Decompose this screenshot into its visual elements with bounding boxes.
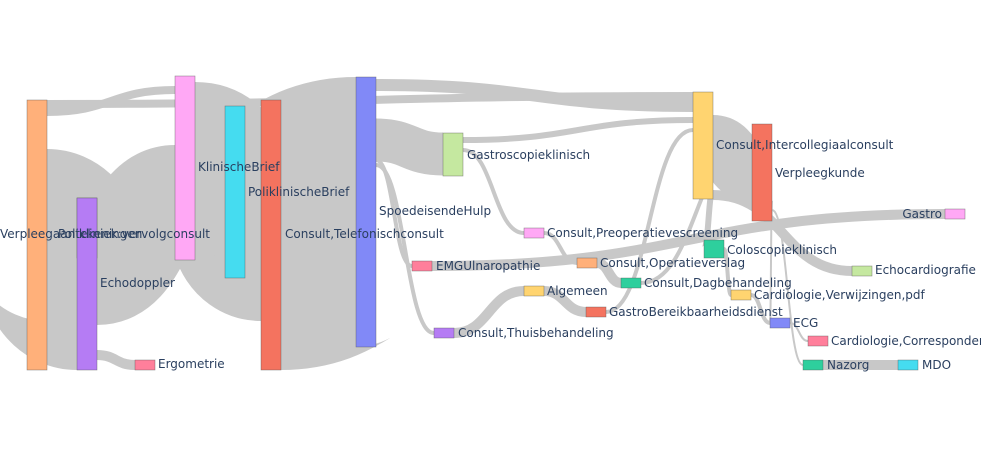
link-n7-n16[interactable]	[375, 79, 694, 112]
node-n5[interactable]	[224, 105, 246, 279]
node-label-n6: Consult,Telefonischconsult	[285, 227, 444, 241]
link-n2-n4[interactable]	[77, 145, 195, 325]
link-n8-n24[interactable]	[431, 209, 946, 271]
node-n18[interactable]	[703, 239, 725, 259]
node-label-n24: Gastro	[902, 207, 942, 221]
node-label-n14: GastroBereikbaarheidsdienst	[609, 305, 783, 319]
node-n14[interactable]	[585, 306, 607, 318]
nodes-layer	[26, 75, 966, 371]
link-n0-n2[interactable]	[0, 149, 148, 370]
node-label-n17: Verpleegkunde	[775, 166, 865, 180]
node-label-n1: Polikliniek:vervolgconsult	[58, 227, 210, 241]
node-n24[interactable]	[944, 208, 966, 220]
node-n20[interactable]	[769, 317, 791, 329]
link-n7-n9[interactable]	[375, 163, 435, 335]
node-label-n18: Coloscopieklinisch	[727, 243, 837, 257]
node-label-n4: KlinischeBrief	[198, 160, 280, 174]
node-label-n20: ECG	[793, 316, 818, 330]
link-n16-n17[interactable]	[703, 115, 762, 202]
link-n12-n15[interactable]	[595, 258, 623, 288]
node-n10[interactable]	[442, 132, 464, 177]
node-label-n21: Cardiologie,Correspondentie	[831, 334, 981, 348]
link-n2-n3[interactable]	[96, 350, 136, 370]
node-n17[interactable]	[751, 123, 773, 222]
node-label-n5: PoliklinischeBrief	[248, 185, 350, 199]
link-n16-n25[interactable]	[712, 190, 853, 276]
node-n9[interactable]	[433, 327, 455, 339]
node-label-n9: Consult,Thuisbehandeling	[458, 326, 614, 340]
node-n2[interactable]	[76, 197, 98, 371]
labels-layer: VerpleegaantekeningenPolikliniek:vervolg…	[0, 138, 981, 372]
node-n22[interactable]	[802, 359, 824, 371]
node-n0[interactable]	[26, 99, 48, 371]
link-n10-n16[interactable]	[462, 117, 694, 143]
node-n6[interactable]	[260, 99, 282, 371]
node-n15[interactable]	[620, 277, 642, 289]
node-n8[interactable]	[411, 260, 433, 272]
node-label-n2: Echodoppler	[100, 276, 175, 290]
link-n4-n5[interactable]	[135, 82, 285, 278]
node-label-n8: EMGUlnaropathie	[436, 259, 540, 273]
links-layer	[0, 77, 946, 371]
node-n3[interactable]	[134, 359, 156, 371]
node-label-n25: Echocardiografie	[875, 263, 976, 277]
link-n5-n6[interactable]	[166, 106, 340, 321]
node-label-n23: MDO	[922, 358, 951, 372]
link-n13-n14[interactable]	[543, 286, 587, 317]
node-n23[interactable]	[897, 359, 919, 371]
node-label-n15: Consult,Dagbehandeling	[644, 276, 792, 290]
node-n16[interactable]	[692, 91, 714, 200]
link-n18-n19[interactable]	[722, 247, 733, 297]
link-n19-n20[interactable]	[750, 293, 771, 325]
node-label-n12: Consult,Operatieverslag	[600, 256, 745, 270]
node-label-n7: SpoedeisendeHulp	[379, 204, 491, 218]
link-n9-n13[interactable]	[453, 286, 525, 338]
node-label-n0: Verpleegaantekeningen	[0, 227, 142, 241]
node-n12[interactable]	[576, 257, 598, 269]
link-n6-n7[interactable]	[243, 77, 394, 370]
node-label-n3: Ergometrie	[158, 357, 225, 371]
link-n7-n10[interactable]	[375, 118, 444, 176]
node-label-n13: Algemeen	[547, 284, 608, 298]
node-label-n19: Cardiologie,Verwijzingen,pdf	[754, 288, 926, 302]
node-n7[interactable]	[355, 76, 377, 348]
node-n13[interactable]	[523, 285, 545, 297]
link-n14-n16[interactable]	[605, 128, 694, 314]
link-n10-n11[interactable]	[462, 148, 525, 235]
node-label-n22: Nazorg	[827, 358, 869, 372]
node-n11[interactable]	[523, 227, 545, 239]
link-n17-n22[interactable]	[771, 209, 804, 366]
node-label-n16: Consult,Intercollegiaalconsult	[716, 138, 894, 152]
node-n19[interactable]	[730, 289, 752, 301]
node-n4[interactable]	[174, 75, 196, 261]
node-n21[interactable]	[807, 335, 829, 347]
link-n0-n4[interactable]	[46, 86, 176, 116]
node-n25[interactable]	[851, 265, 873, 277]
node-label-n10: Gastroscopieklinisch	[467, 148, 590, 162]
node-label-n11: Consult,Preoperatievescreening	[547, 226, 738, 240]
